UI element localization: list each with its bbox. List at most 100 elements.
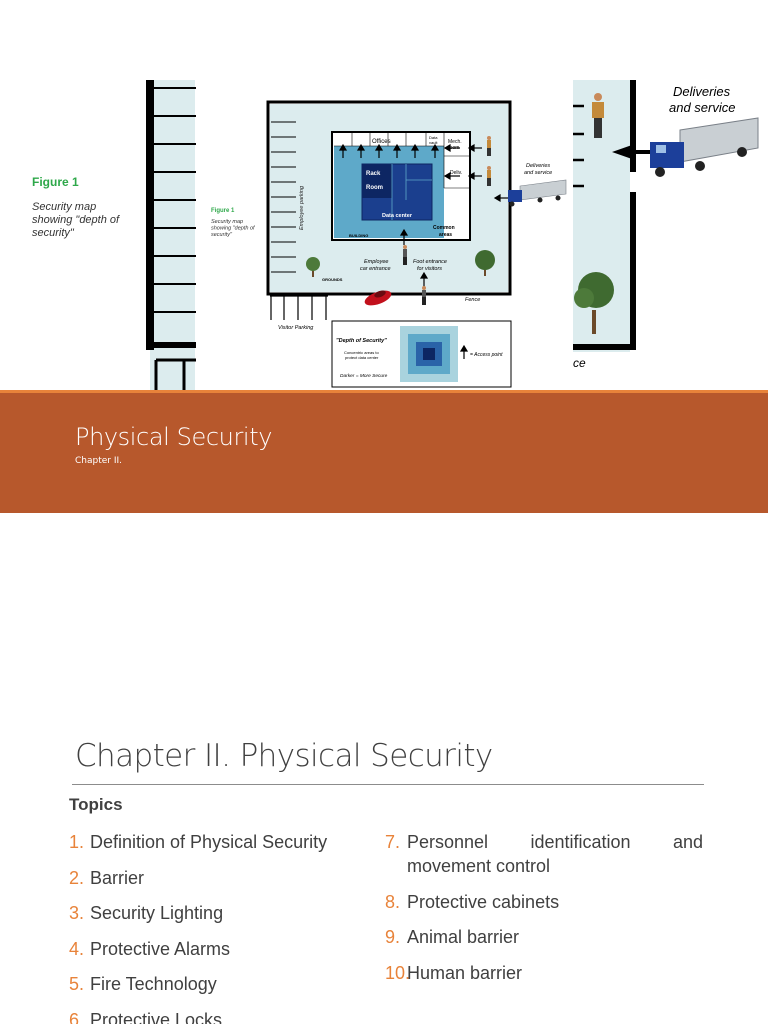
topic-text: Barrier [90, 867, 145, 888]
left-parking-lines [154, 87, 196, 313]
access-point-arrow-icon [459, 344, 469, 359]
mech-room-line-1: Mech. [448, 139, 462, 145]
topic-text: Security Lighting [90, 903, 224, 923]
topic-text: Animal barrier [407, 927, 520, 947]
caption-small-line-2: showing "depth of [211, 226, 255, 232]
caption-small-line-1: Security map [211, 219, 243, 225]
office-cells [334, 132, 470, 189]
right-wall-top [630, 80, 636, 172]
large-truck-icon [612, 117, 759, 177]
topic-number: 4. [69, 938, 85, 959]
caption-left-line-3: security" [32, 227, 75, 239]
legend-concentric-line-2: protect data center [345, 355, 379, 360]
rack-room-line-1: Rack [366, 171, 381, 177]
topics-list-right: 7. Personnel identification and movement … [385, 830, 703, 996]
topic-item: 9. Animal barrier [385, 925, 703, 949]
topic-item: 6.Protective Locks [69, 1008, 359, 1024]
fence-cut-label: ce [573, 356, 586, 370]
legend-concentric-line-1: Concentric areas to [344, 350, 379, 355]
svg-text:Deliveries and service: Deliveries and service [669, 84, 735, 115]
employee-car-entrance-line-2: car entrance [360, 266, 391, 272]
caption-left-line-1: Security map [32, 201, 96, 213]
title-slide: Figure 1 Security map showing "depth of … [0, 80, 768, 513]
figure-label-small: Figure 1 [211, 208, 235, 214]
topic-text: Protective Alarms [90, 938, 231, 959]
topic-item: 10.Human barrier [385, 961, 703, 985]
common-areas-line-2: areas [439, 232, 452, 238]
chapter-title: Chapter II. Physical Security [75, 738, 493, 774]
topics-heading: Topics [69, 795, 123, 814]
common-areas-line-1: Common [433, 225, 455, 231]
topic-number: 1. [69, 832, 85, 852]
employee-car-entrance-line-1: Employee [364, 259, 388, 265]
tree-icons [306, 250, 495, 277]
legend-title: "Depth of Security" [336, 338, 387, 344]
topic-item: 5.Fire Technology [69, 972, 359, 996]
offices-label: Offices [372, 139, 391, 145]
slide-subtitle: Chapter II. [75, 456, 123, 466]
topic-number: 7. [385, 832, 401, 852]
tree-large-icon [574, 272, 614, 334]
legend-darker: Darker = More Secure [340, 373, 388, 379]
deliv-label: Deliv. [450, 170, 462, 176]
topic-text: Personnel identification and movement co… [407, 832, 703, 876]
rack-room-line-2: Room [366, 185, 383, 191]
topic-text: Human barrier [407, 962, 523, 983]
worker-large-icon [592, 93, 604, 138]
car-icon [364, 290, 392, 306]
fence-label: Fence [465, 297, 480, 303]
deliveries-large-line-1: Deliveries [673, 84, 731, 99]
data-center-label: Data center [382, 213, 413, 219]
svg-text:Common areas: Common areas [433, 225, 456, 238]
topic-number: 5. [69, 974, 85, 994]
security-map-figure: Figure 1 Security map showing "depth of … [0, 80, 759, 392]
topic-number: 3. [69, 903, 85, 923]
topic-item: 3.Security Lighting [69, 901, 359, 925]
foot-entrance-line-2: for visitors [417, 266, 442, 272]
slide-title: Physical Security [75, 423, 273, 451]
svg-text:Security map showing ": Security map showing "depth of security" [211, 219, 256, 238]
title-divider [72, 784, 704, 785]
svg-text:Foot entrance for visi: Foot entrance for visitors [413, 259, 448, 272]
svg-text:Rack Room: Rack Room [366, 171, 383, 191]
title-band: Physical Security Chapter II. [0, 390, 768, 513]
data-vault-line-2: vault [429, 140, 438, 145]
topic-number: 9. [385, 927, 401, 947]
building-label: BUILDING [349, 233, 368, 238]
data-vault-line-1: Data [429, 135, 438, 140]
employee-parking-label: Employee parking [299, 185, 305, 230]
topic-text: Definition of Physical Security [90, 832, 328, 852]
topic-number: 10. [385, 962, 411, 983]
figure-label-left: Figure 1 [32, 175, 79, 189]
caption-small-line-3: security" [211, 232, 233, 238]
caption-left-line-2: showing "depth of [32, 214, 120, 226]
worker-figures [403, 136, 491, 305]
left-wall [146, 80, 154, 350]
grounds-label: GROUNDS [322, 277, 343, 282]
topic-number: 8. [385, 891, 401, 912]
topic-number: 6. [69, 1009, 85, 1024]
legend-access-point: = Access point [470, 352, 503, 358]
topic-number: 2. [69, 867, 85, 888]
topic-item: 8. Protective cabinets [385, 890, 703, 914]
deliveries-small-line-1: Deliveries [526, 163, 550, 169]
visitor-parking-lines [270, 295, 328, 320]
svg-text:Concentric areas to pr: Concentric areas to protect data center [344, 350, 380, 360]
topic-text: Fire Technology [90, 974, 217, 994]
topic-item: 2.Barrier [69, 866, 359, 890]
topics-slide: Chapter II. Physical Security Topics 1.D… [0, 513, 768, 1024]
left-fragment-bg [150, 80, 195, 392]
office-arrows [338, 143, 510, 288]
svg-text:Security map showing ": Security map showing "depth of security" [32, 201, 122, 239]
rack-room [362, 164, 392, 198]
topic-text: Protective cabinets [407, 891, 560, 912]
small-truck-icon [508, 179, 567, 207]
deliveries-small-line-2: and service [524, 170, 552, 176]
svg-text:Deliveries and service: Deliveries and service [524, 163, 552, 176]
visitor-parking-label: Visitor Parking [278, 325, 314, 331]
svg-text:Data vault: Data vault [429, 135, 439, 145]
employee-parking-lines [271, 121, 296, 273]
svg-text:Employee car entrance: Employee car entrance [360, 259, 391, 272]
topics-list-left: 1.Definition of Physical Security 2.Barr… [69, 830, 359, 1024]
